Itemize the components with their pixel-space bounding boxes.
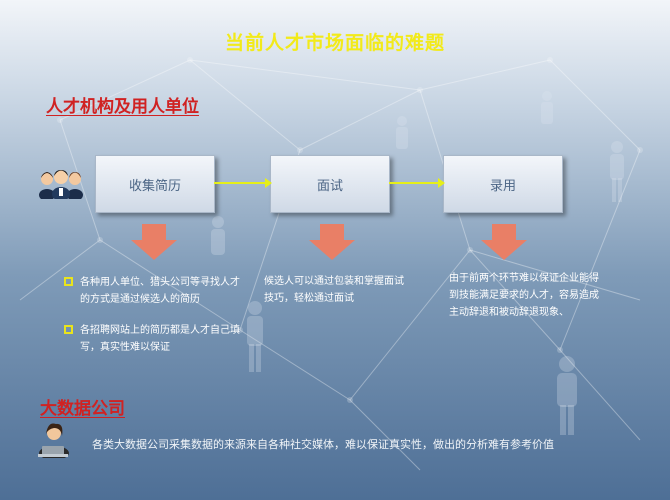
connector-arrow [214, 178, 272, 188]
step-label: 收集简历 [128, 178, 181, 194]
resume-issues-list: 各种用人单位、猎头公司等寻找人才的方式是通过候选人的简历 各招聘网站上的简历都是… [64, 274, 242, 370]
down-arrow-icon [481, 224, 527, 262]
step-label: 录用 [489, 178, 516, 194]
bullet-text: 各招聘网站上的简历都是人才自己填写，真实性难以保证 [80, 325, 240, 353]
step-interview: 面试 [270, 155, 390, 213]
down-arrow-icon [309, 224, 355, 262]
person-laptop-icon [38, 423, 69, 458]
connector-arrow [389, 178, 445, 188]
list-item: 各种用人单位、猎头公司等寻找人才的方式是通过候选人的简历 [64, 274, 242, 308]
bullet-square-icon [64, 325, 73, 334]
step-collect-resumes: 收集简历 [95, 155, 215, 213]
step-hire: 录用 [443, 155, 563, 213]
section-title-agencies: 人才机构及用人单位 [46, 97, 199, 117]
bullet-square-icon [64, 277, 73, 286]
bigdata-description: 各类大数据公司采集数据的来源来自各种社交媒体，难以保证真实性，做出的分析难有参考… [92, 438, 554, 451]
page-title: 当前人才市场面临的难题 [224, 32, 445, 54]
arrow-head-icon [438, 178, 445, 188]
section-title-bigdata: 大数据公司 [40, 399, 125, 419]
bullet-text: 各种用人单位、猎头公司等寻找人才的方式是通过候选人的简历 [80, 277, 240, 305]
arrow-head-icon [265, 178, 272, 188]
list-item: 各招聘网站上的简历都是人才自己填写，真实性难以保证 [64, 322, 242, 356]
hire-description: 由于前两个环节难以保证企业能得到技能满足要求的人才，容易造成主动辞退和被动辞退现… [449, 273, 599, 318]
step-label: 面试 [316, 178, 343, 194]
people-group-icon [39, 170, 83, 199]
down-arrow-icon [131, 224, 177, 262]
interview-description: 候选人可以通过包装和掌握面试技巧，轻松通过面试 [264, 276, 404, 304]
